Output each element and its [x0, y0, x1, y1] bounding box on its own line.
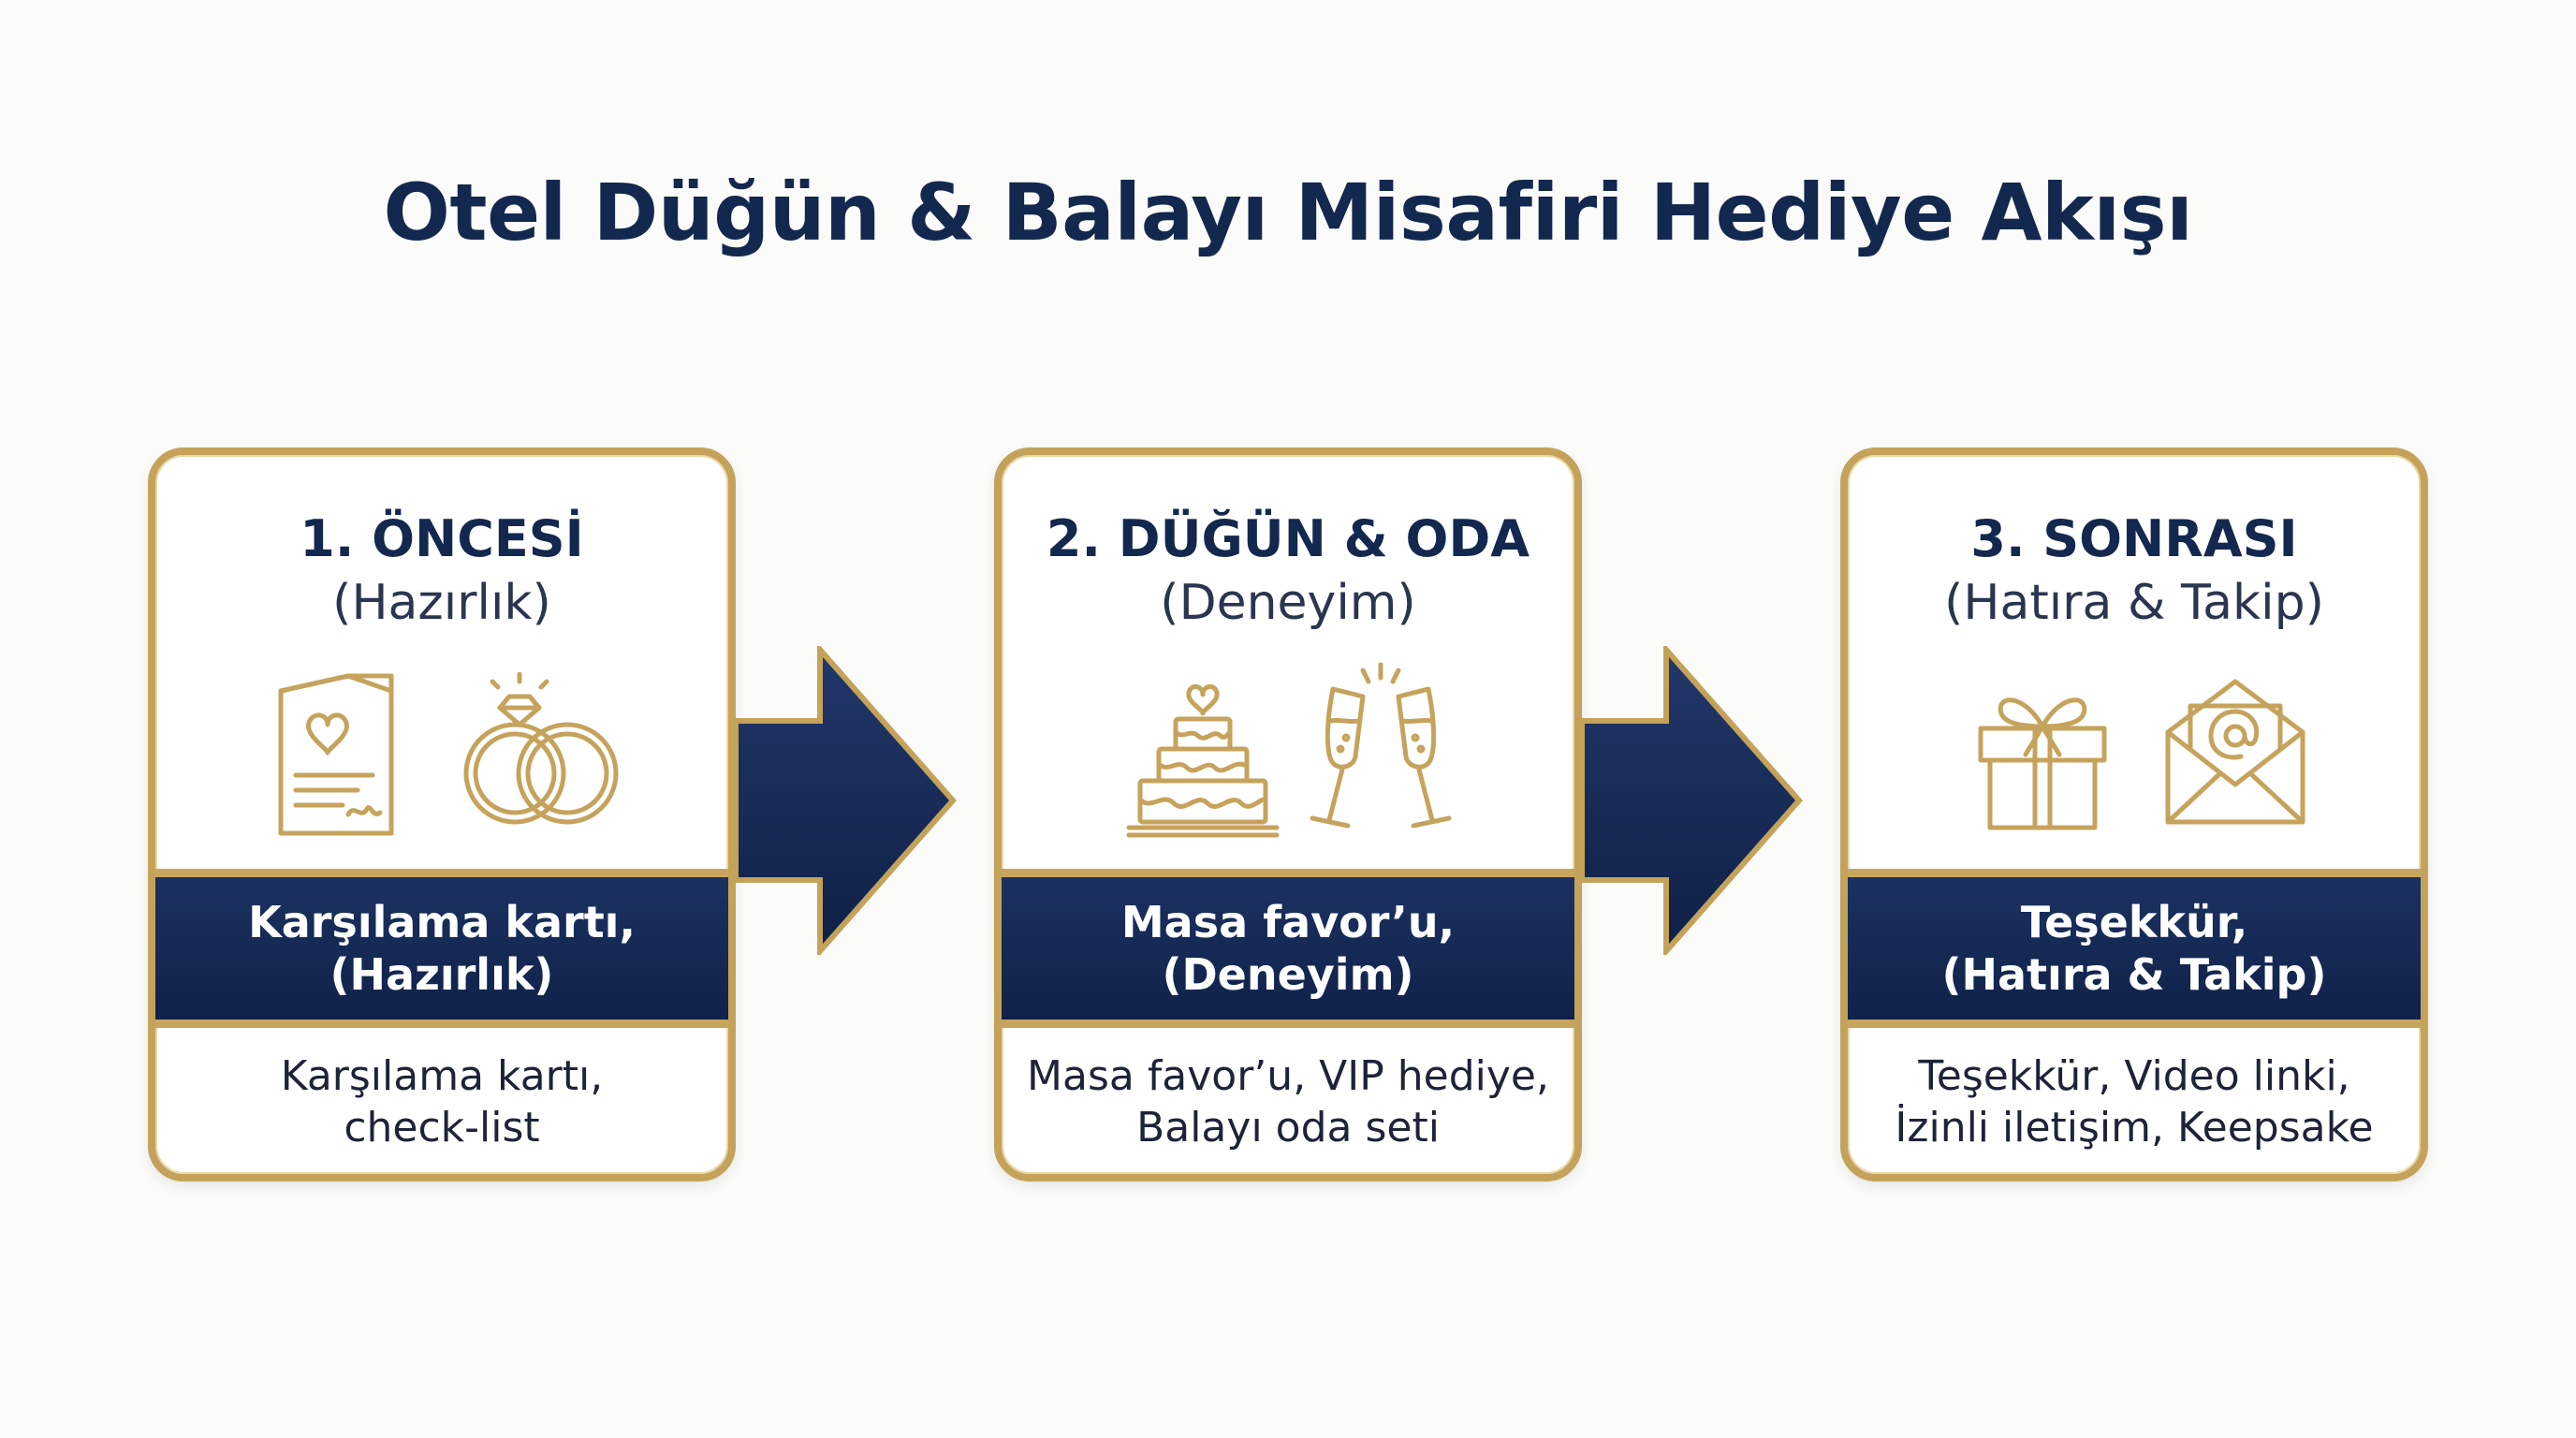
greeting-card-icon [268, 663, 408, 844]
step-band-text: Masa favor’u, (Deneyim) [1120, 897, 1456, 1000]
champagne-glasses-icon [1301, 661, 1460, 843]
flow-arrow-2 [1579, 642, 1807, 959]
gift-box-icon [1968, 674, 2117, 837]
step-description: Karşılama kartı, check-list [280, 1052, 604, 1152]
step-subtitle: (Hatıra & Takip) [1944, 575, 2324, 631]
step-band: Karşılama kartı, (Hazırlık) [155, 869, 728, 1028]
email-envelope-icon [2160, 668, 2310, 831]
step-card-3: 3. SONRASI (Hatıra & Takip) Teşekkür, (H… [1840, 448, 2428, 1181]
step-subtitle: (Deneyim) [1160, 575, 1416, 631]
step-card-1: 1. ÖNCESİ (Hazırlık) Karşılama kartı, [148, 448, 736, 1181]
step-subtitle: (Hazırlık) [332, 575, 551, 631]
step-band: Teşekkür, (Hatıra & Takip) [1848, 869, 2421, 1028]
flow-arrow-1 [733, 642, 960, 959]
step-title: 1. ÖNCESİ [300, 509, 584, 568]
step-description: Teşekkür, Video linki, İzinli iletişim, … [1895, 1052, 2374, 1152]
step-title: 3. SONRASI [1970, 509, 2298, 568]
step-band: Masa favor’u, (Deneyim) [1002, 869, 1574, 1028]
page-title: Otel Düğün & Balayı Misafiri Hediye Akış… [383, 167, 2193, 258]
step-title: 2. DÜĞÜN & ODA [1046, 509, 1530, 568]
wedding-rings-icon [453, 671, 631, 835]
step-card-2: 2. DÜĞÜN & ODA (Deneyim) [994, 448, 1582, 1181]
wedding-cake-icon [1123, 667, 1282, 844]
step-band-text: Karşılama kartı, (Hazırlık) [248, 897, 636, 1000]
step-description: Masa favor’u, VIP hediye, Balayı oda set… [1027, 1052, 1549, 1152]
step-band-text: Teşekkür, (Hatıra & Takip) [1941, 897, 2327, 1000]
